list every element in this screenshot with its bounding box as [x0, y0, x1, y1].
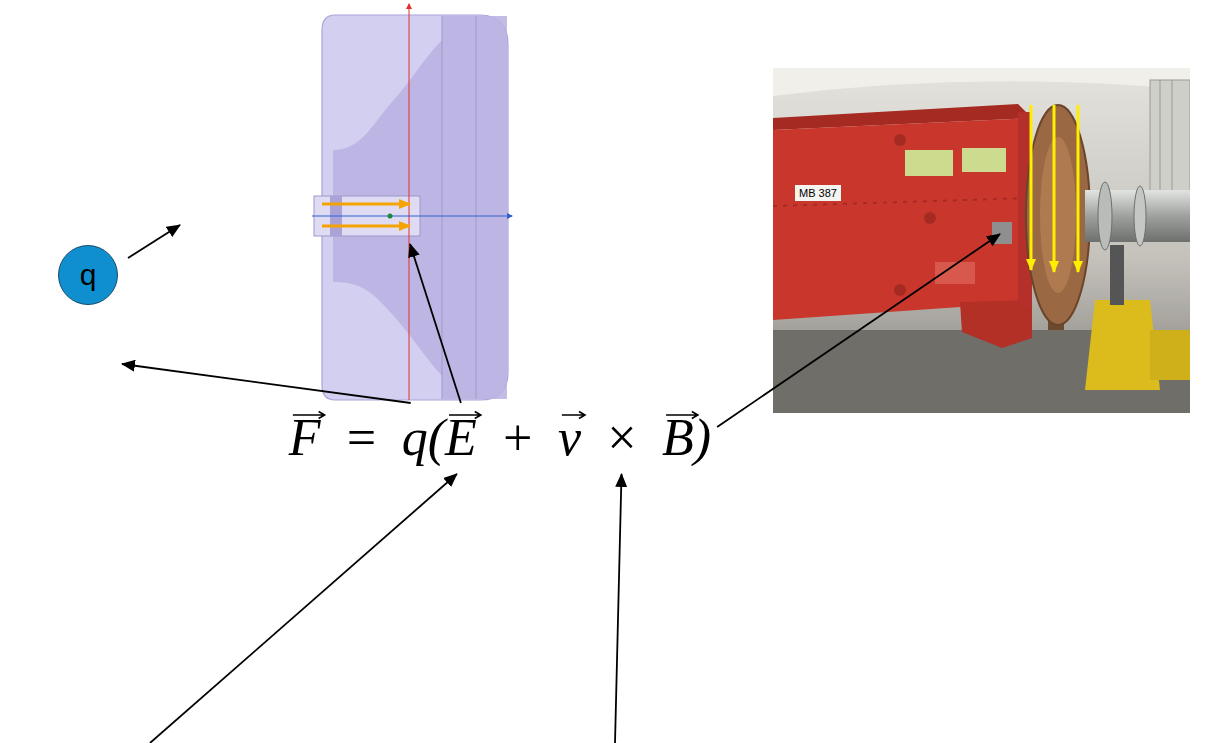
magnet-sticker: [962, 148, 1006, 172]
vertical-axis: [409, 4, 410, 400]
leader-line: [717, 234, 1000, 427]
magnetic-field-arrow: [1077, 105, 1080, 272]
coil-disk-inner: [1040, 137, 1076, 293]
cavity-edge: [476, 16, 477, 399]
charge-label: q: [80, 260, 97, 290]
velocity-arrow: [128, 225, 180, 258]
magnet-photo: [773, 68, 1190, 413]
leader-lines: [122, 234, 1000, 743]
beam-axis: [312, 216, 512, 217]
tunnel-wall: [773, 68, 1190, 413]
charge-circle: q: [58, 245, 118, 305]
pipe-flange: [1134, 186, 1146, 246]
field-probe-patch: [992, 222, 1012, 244]
pipe-flange: [1098, 182, 1112, 250]
coil-disk: [1026, 105, 1090, 325]
yellow-support: [1150, 330, 1190, 380]
electric-field-arrow: [322, 203, 410, 206]
electric-field-arrow: [322, 225, 410, 228]
magnet-bolt: [894, 134, 906, 146]
support-column: [1110, 245, 1124, 305]
magnet-body: [773, 118, 1032, 320]
origin-dot: [388, 214, 393, 219]
magnetic-field-arrow: [1053, 105, 1056, 272]
tunnel-ceiling: [773, 68, 1190, 96]
magnet-bolt: [924, 212, 936, 224]
leader-line: [410, 244, 461, 403]
magnet-bolt: [894, 284, 906, 296]
rf-cavity: [312, 4, 512, 400]
magnet-id-plate: MB 387: [795, 185, 841, 201]
yellow-support: [1085, 300, 1160, 390]
leader-line: [122, 364, 411, 403]
magnet-sticker: [905, 150, 953, 176]
lorentz-force-equation: F = q(E + v × B): [200, 408, 800, 467]
leader-line: [615, 474, 622, 743]
magnetic-field-arrow: [1030, 105, 1033, 270]
leader-line: [150, 474, 457, 743]
